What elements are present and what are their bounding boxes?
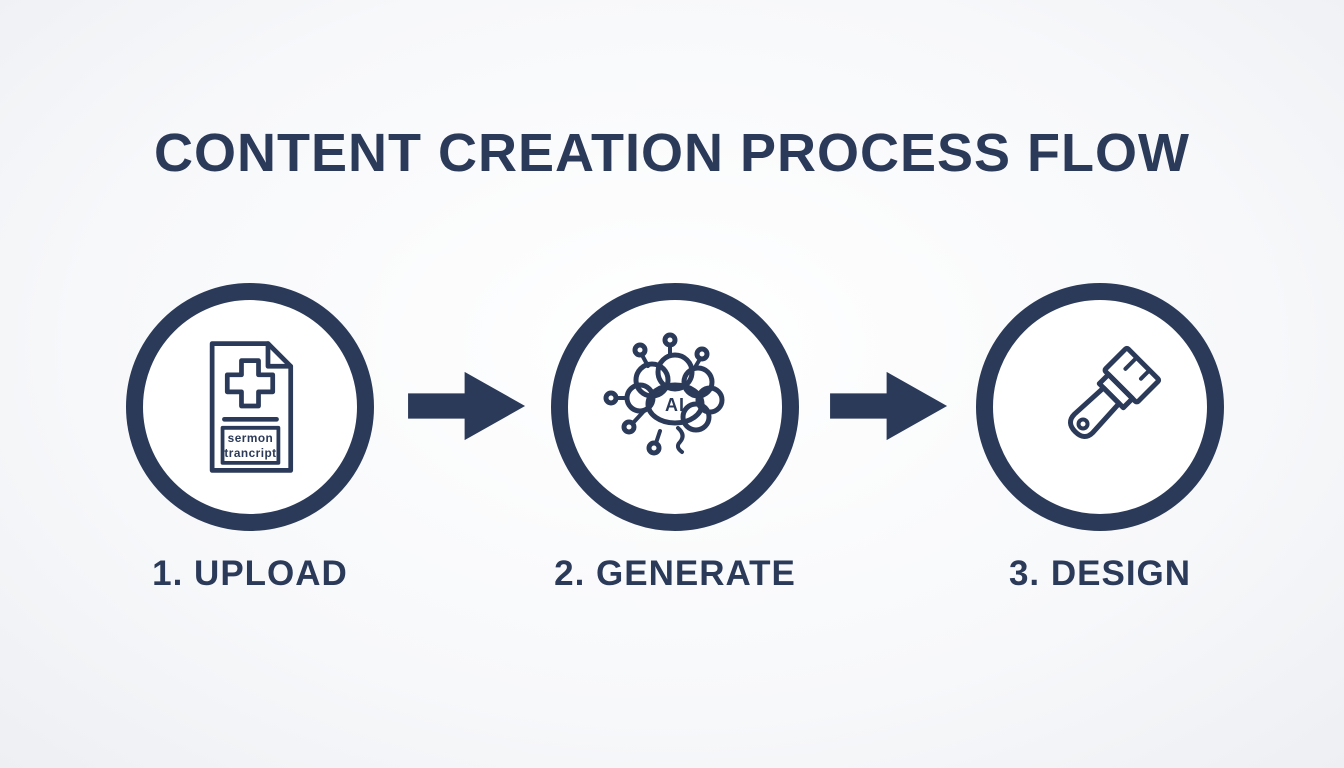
ai-badge-label: AI — [665, 395, 685, 415]
step-label-design: 3. DESIGN — [1008, 554, 1192, 593]
sermon-document-icon: sermon trancript — [209, 341, 294, 473]
step-circle-generate: AI — [551, 283, 799, 531]
page-title: CONTENT CREATION PROCESS FLOW — [154, 123, 1190, 183]
document-text-line2: trancript — [224, 446, 276, 460]
step-label-upload: 1. UPLOAD — [152, 554, 348, 593]
step-circle-design — [976, 283, 1224, 531]
ai-brain-icon: AI — [603, 332, 725, 456]
step-circle-upload: sermon trancript — [126, 283, 374, 531]
paintbrush-icon — [1067, 345, 1162, 440]
document-text-line1: sermon — [228, 431, 274, 445]
right-arrow-icon — [408, 371, 526, 441]
step-label-generate: 2. GENERATE — [554, 554, 796, 593]
right-arrow-icon — [830, 371, 948, 441]
